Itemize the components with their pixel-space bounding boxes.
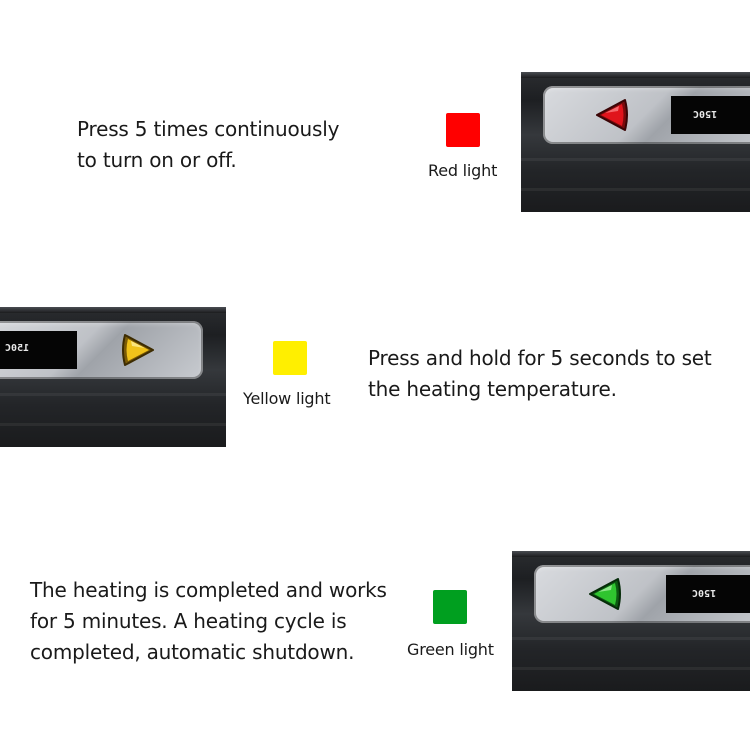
step-3-description-line-2: for 5 minutes. A heating cycle is [30,609,347,633]
step-1-description-line-2: to turn on or off. [77,148,237,172]
step-3-description-line-3: completed, automatic shutdown. [30,640,355,664]
step-2-description-line-1: Press and hold for 5 seconds to set [368,346,712,370]
control-panel: 150C [543,86,750,144]
green-triangle-button[interactable] [584,573,626,615]
yellow-light-label: Yellow light [243,389,331,408]
yellow-triangle-icon [122,334,154,366]
display-screen [671,96,750,134]
red-light-swatch [446,113,480,147]
display-screen [0,331,77,369]
control-panel: 150C [534,565,750,623]
device-green-state: 150C [512,551,750,691]
green-light-swatch [433,590,467,624]
display-screen [666,575,750,613]
red-triangle-button[interactable] [591,94,633,136]
green-triangle-icon [589,578,621,610]
temperature-readout: 150C [692,587,717,598]
yellow-triangle-button[interactable] [117,329,159,371]
red-triangle-icon [596,99,628,131]
temperature-readout: 150C [693,108,718,119]
yellow-light-swatch [273,341,307,375]
red-light-label: Red light [428,161,498,180]
step-1-description: Press 5 times continuously to turn on or… [77,114,339,176]
control-panel: 150C [0,321,203,379]
device-red-state: 150C [521,72,750,212]
temperature-readout: 150C [5,343,30,354]
green-light-label: Green light [407,640,494,659]
step-2-description: Press and hold for 5 seconds to set the … [368,343,712,405]
device-yellow-state: 150C [0,307,226,447]
step-1-description-line-1: Press 5 times continuously [77,117,340,141]
step-2-description-line-2: the heating temperature. [368,377,617,401]
step-3-description: The heating is completed and works for 5… [30,575,387,668]
step-3-description-line-1: The heating is completed and works [30,578,387,602]
